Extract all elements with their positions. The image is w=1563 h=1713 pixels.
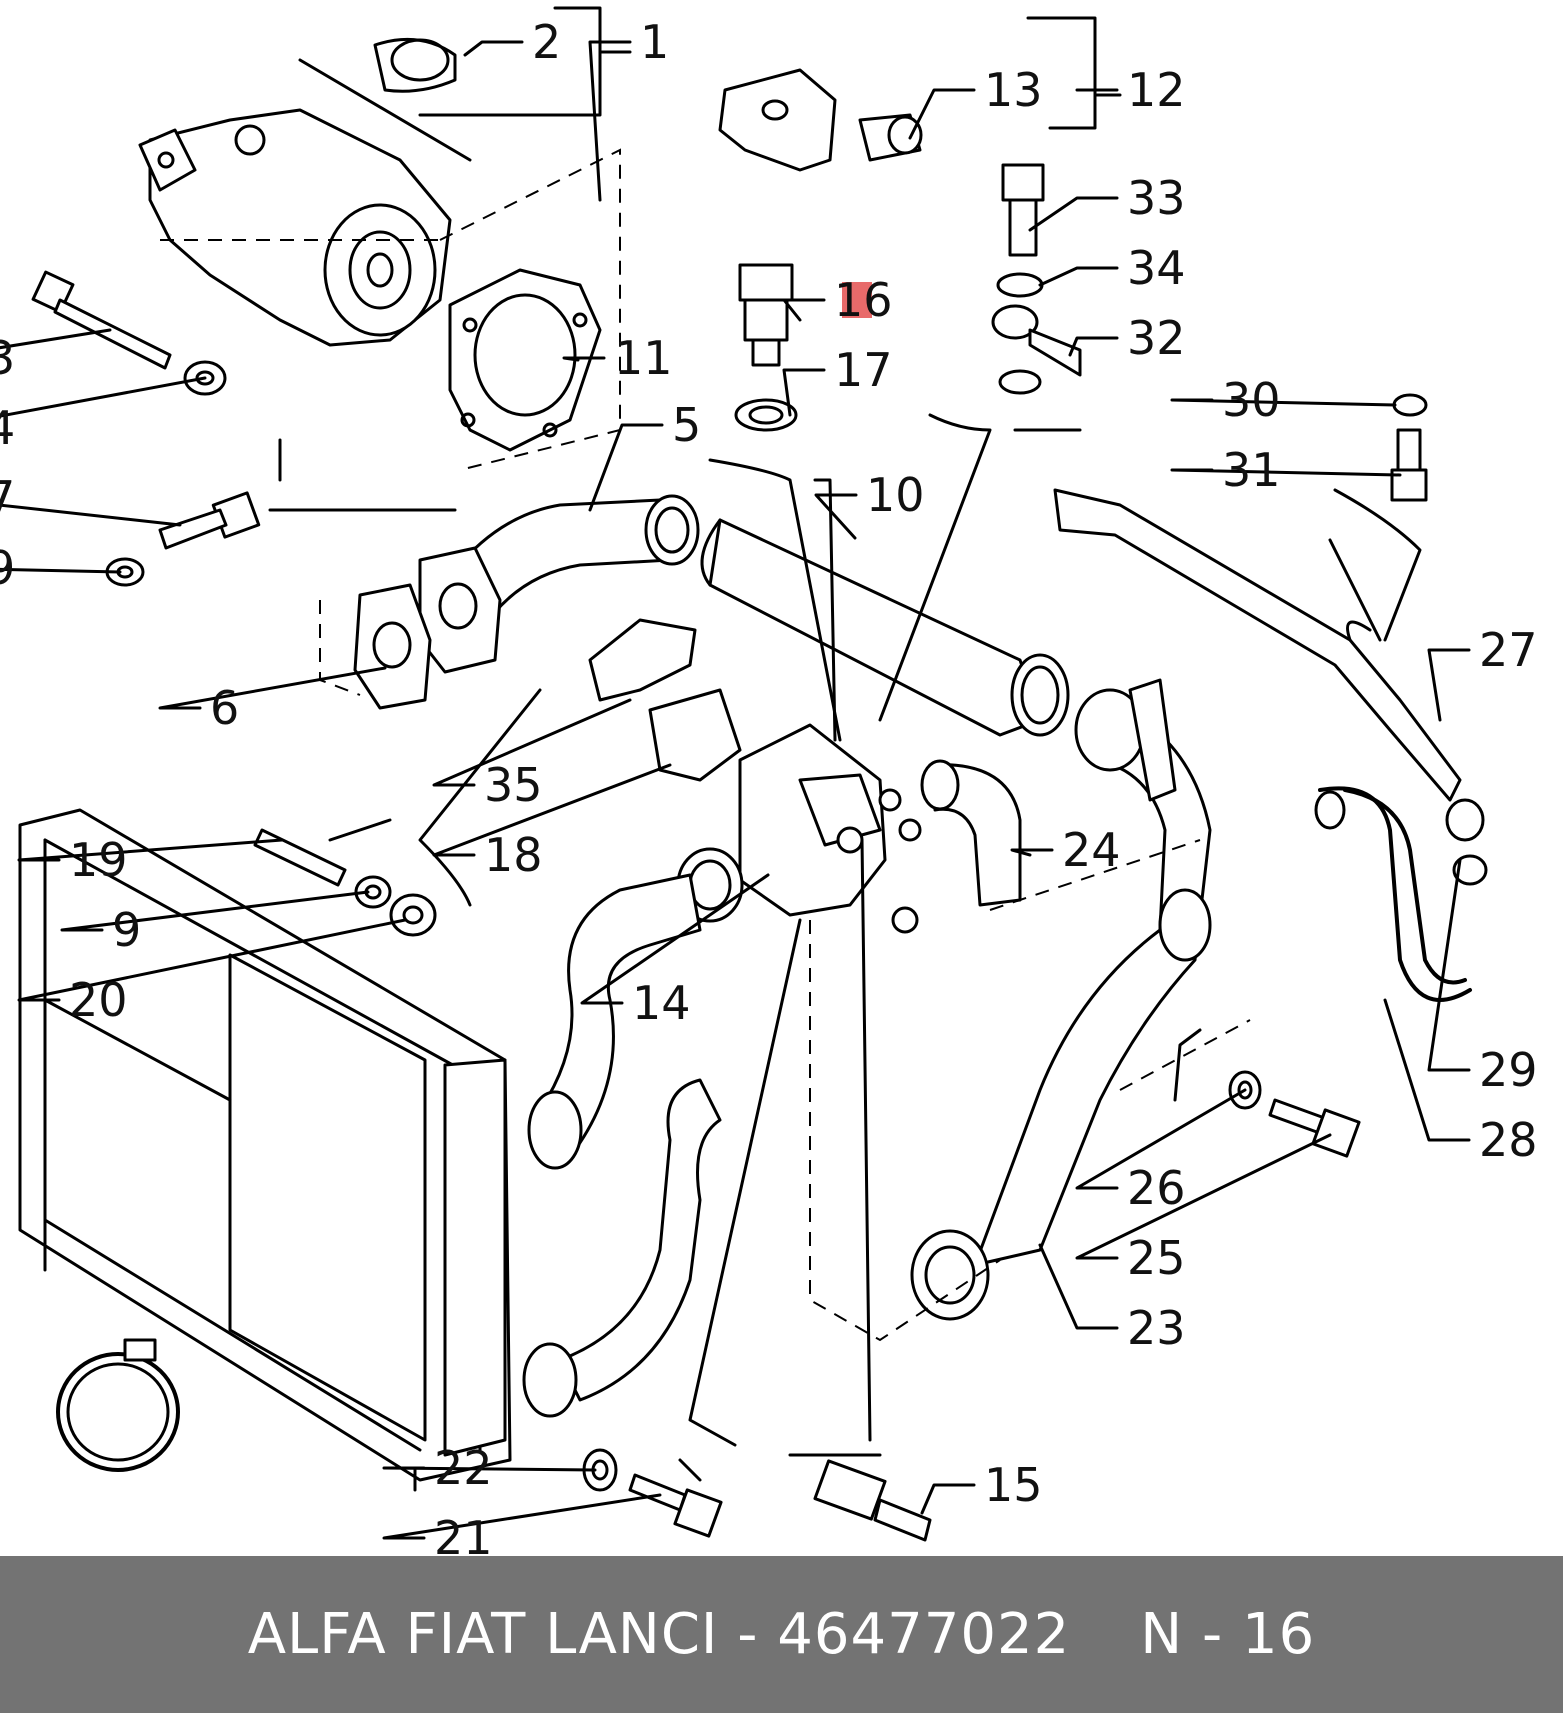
thermostat-housing-14	[588, 618, 922, 934]
callout-leader-11	[562, 356, 606, 362]
callout-label-22: 22	[434, 1441, 493, 1495]
callout-label-2: 2	[532, 15, 561, 69]
callout-leader-9	[60, 890, 370, 932]
callout-leader-2	[463, 40, 524, 57]
callout-leader-5	[588, 423, 664, 512]
callout-leader-18	[432, 763, 672, 857]
callout-leader-35	[432, 698, 632, 787]
callout-label-1: 1	[640, 15, 669, 69]
callout-leader-16	[782, 298, 826, 322]
callout-leader-6	[158, 666, 387, 710]
radiator-hose	[522, 873, 722, 1418]
callout-leader-19	[17, 838, 284, 862]
callout-leader-22	[382, 1466, 597, 1472]
pipe-5	[268, 438, 700, 710]
callout-label-26: 26	[1127, 1161, 1186, 1215]
callout-leader-4	[0, 376, 207, 418]
callout-label-9: 9	[0, 541, 15, 595]
callout-label-15: 15	[984, 1458, 1043, 1512]
callout-leader-15	[920, 1483, 976, 1515]
callout-label-4: 4	[0, 401, 15, 455]
callout-label-6: 6	[210, 681, 239, 735]
callout-leader-14	[580, 873, 770, 1005]
callout-label-29: 29	[1479, 1043, 1538, 1097]
callout-leader-3	[0, 328, 112, 350]
callout-leader-34	[1038, 266, 1119, 287]
bolt-25	[1228, 1070, 1361, 1158]
callout-label-35: 35	[484, 758, 543, 812]
callout-label-3: 3	[0, 331, 15, 385]
bracket-12	[718, 68, 923, 172]
callout-leader-13	[908, 88, 976, 140]
bolts-washers-left	[31, 270, 261, 587]
footer-ref-text: N - 16	[1140, 1602, 1316, 1667]
callout-label-13: 13	[984, 63, 1043, 117]
callout-leader-29	[1427, 858, 1471, 1072]
radiator	[18, 808, 512, 1492]
callout-label-14: 14	[632, 976, 691, 1030]
clamp-8	[56, 1338, 180, 1472]
callout-leader-17	[782, 368, 826, 417]
callout-label-20: 20	[69, 973, 128, 1027]
callout-leader-27	[1427, 648, 1471, 722]
callout-leader-20	[17, 918, 407, 1002]
callout-label-33: 33	[1127, 171, 1186, 225]
callout-label-12: 12	[1127, 63, 1186, 117]
hoses-28-29	[1314, 786, 1488, 1002]
hose-24	[920, 759, 1022, 907]
callout-label-10: 10	[866, 468, 925, 522]
callout-label-23: 23	[1127, 1301, 1186, 1355]
callout-label-7: 7	[0, 471, 15, 525]
parts-diagram: 1234567991011121314151617181920212223242…	[0, 6, 1538, 1556]
callout-label-17: 17	[834, 343, 893, 397]
pipe-27	[1053, 488, 1485, 842]
callout-label-9: 9	[112, 903, 141, 957]
callout-label-34: 34	[1127, 241, 1186, 295]
callout-label-25: 25	[1127, 1231, 1186, 1285]
callout-leader-21	[382, 1493, 662, 1540]
stud-19-nut-20	[253, 828, 437, 937]
callout-label-24: 24	[1062, 823, 1121, 877]
pipe-10	[700, 518, 1070, 737]
callout-leader-23	[1038, 1243, 1119, 1330]
callout-leader-24	[1010, 848, 1054, 857]
callout-leader-1	[588, 40, 632, 202]
callout-label-28: 28	[1479, 1113, 1538, 1167]
callout-label-21: 21	[434, 1511, 493, 1556]
footer-banner: ALFA FIAT LANCI - 46477022 N - 16	[0, 1556, 1563, 1713]
callout-leader-10	[814, 493, 858, 540]
callout-leader-31	[1170, 468, 1402, 477]
callout-label-27: 27	[1479, 623, 1538, 677]
callout-leader-25	[1075, 1133, 1332, 1260]
pump-assembly	[138, 37, 621, 471]
banjo-fitting	[991, 163, 1082, 395]
callout-label-19: 19	[69, 833, 128, 887]
callout-label-11: 11	[614, 331, 673, 385]
callout-leader-32	[1068, 336, 1119, 357]
callout-label-32: 32	[1127, 311, 1186, 365]
callout-leader-7	[0, 503, 182, 527]
sensor-16	[734, 263, 798, 432]
bolt-31	[1390, 393, 1428, 502]
callout-label-5: 5	[672, 398, 701, 452]
callout-leader-33	[1028, 196, 1119, 232]
callout-label-18: 18	[484, 828, 543, 882]
callout-leader-9	[0, 567, 122, 574]
bolt-21	[582, 1448, 723, 1538]
callout-leader-28	[1383, 998, 1471, 1142]
callout-leader-26	[1075, 1088, 1247, 1190]
callout-label-30: 30	[1222, 373, 1281, 427]
highlight-marker	[842, 282, 872, 318]
pipe-23	[910, 678, 1212, 1321]
callout-leader-30	[1170, 398, 1397, 407]
sensor-15	[813, 1459, 932, 1542]
callout-label-16: 16	[834, 273, 893, 327]
callout-label-31: 31	[1222, 443, 1281, 497]
footer-brand-text: ALFA FIAT LANCI - 46477022	[247, 1602, 1071, 1667]
